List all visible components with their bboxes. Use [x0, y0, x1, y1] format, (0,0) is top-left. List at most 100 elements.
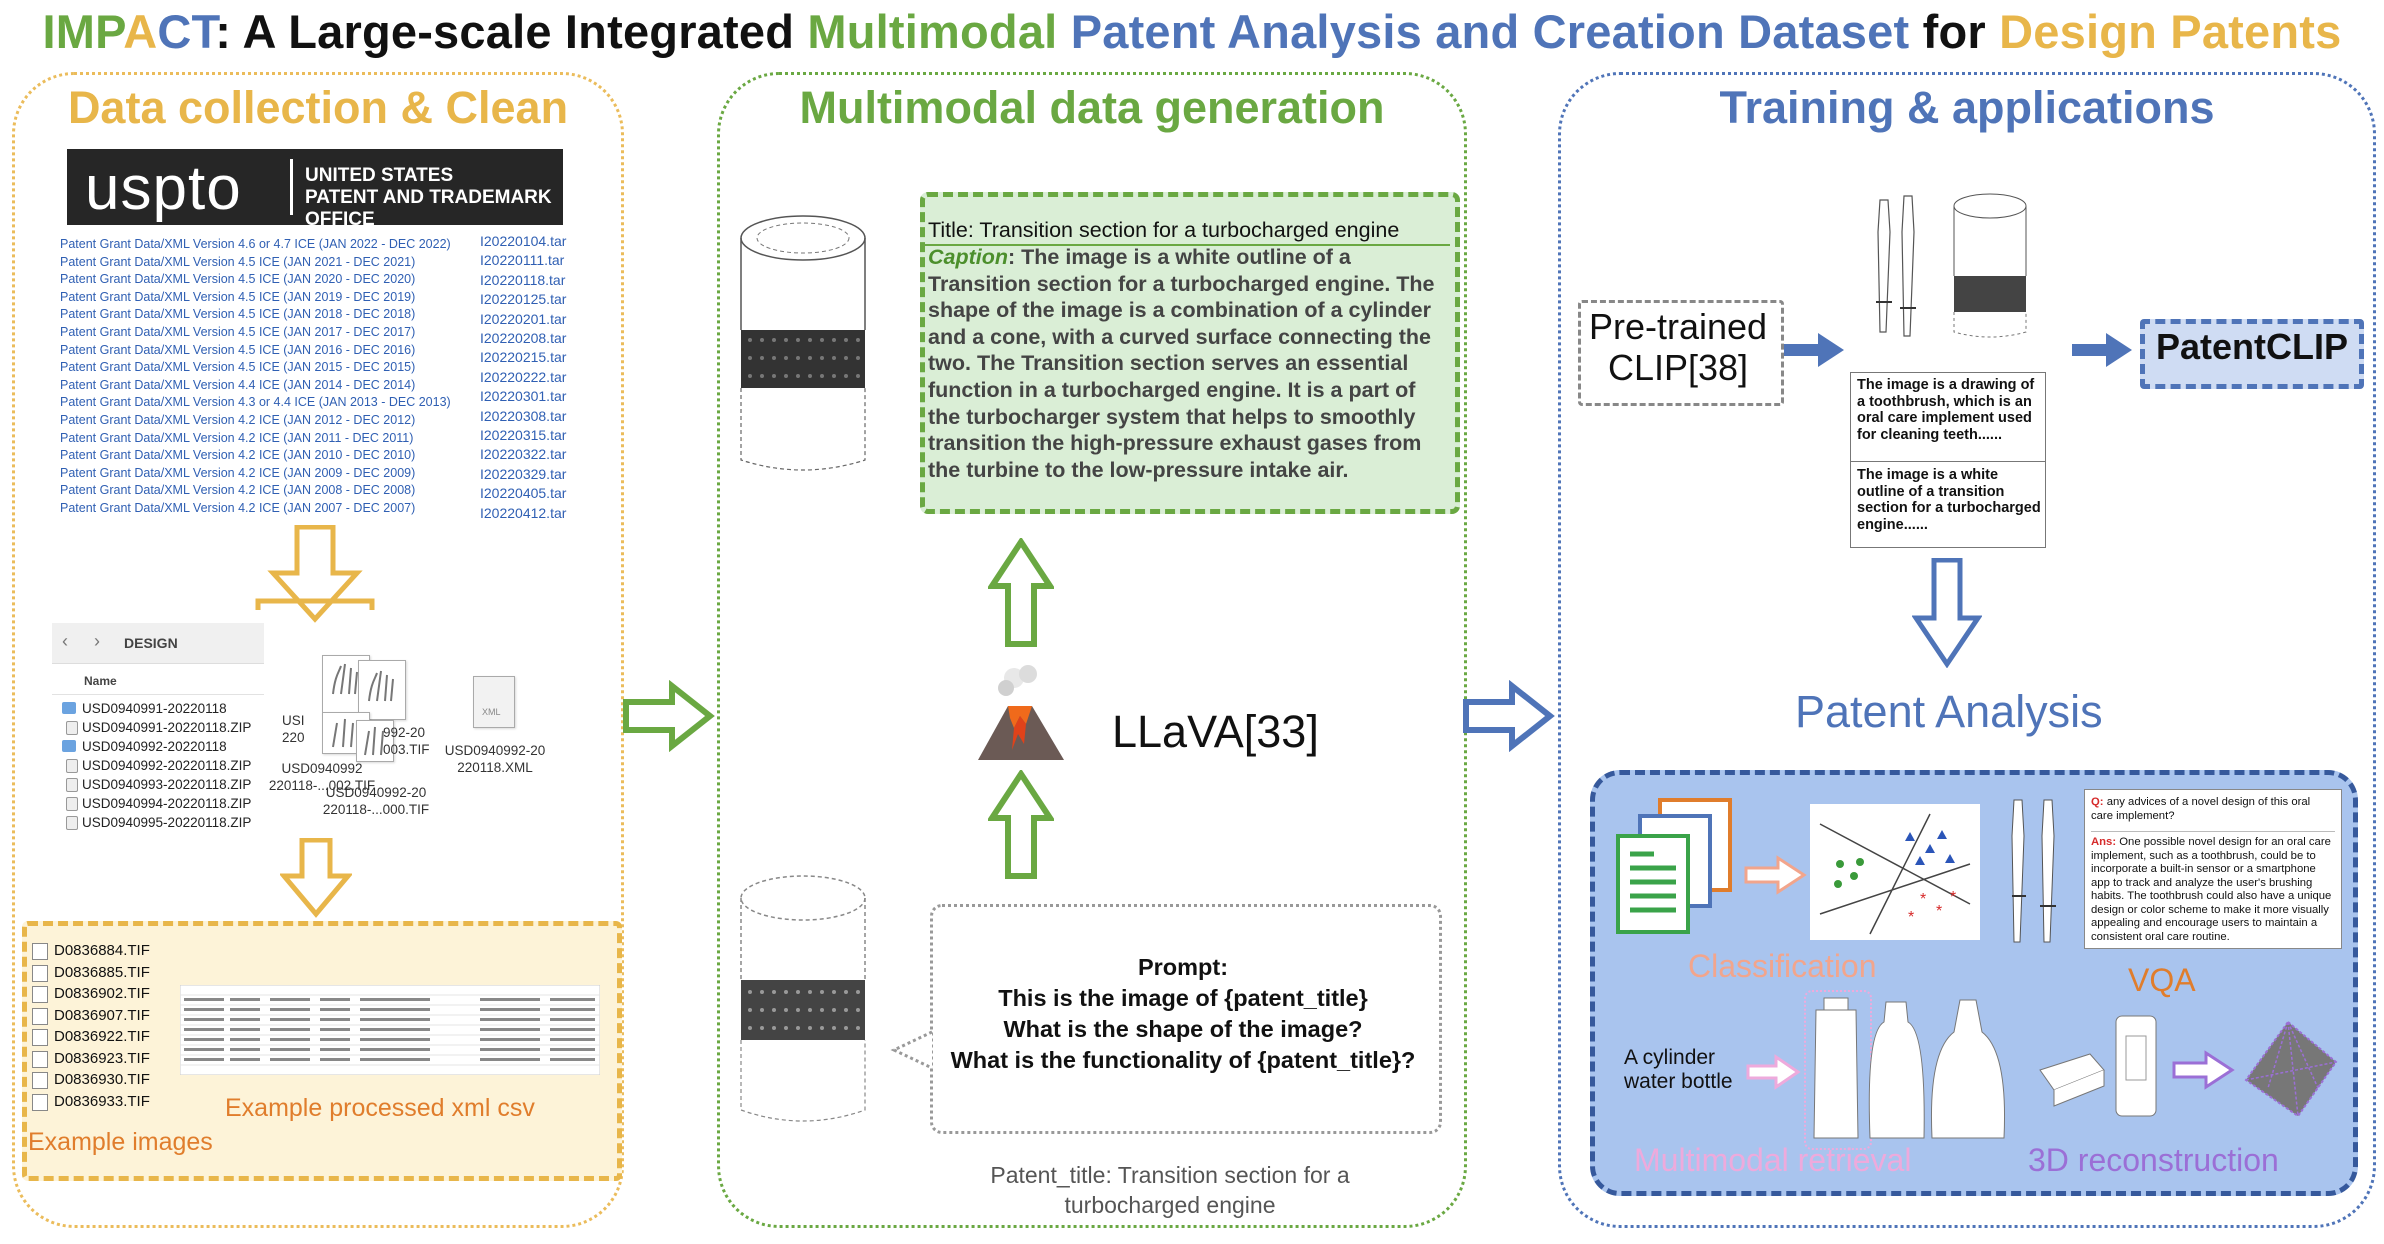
- grant-data-link[interactable]: Patent Grant Data/XML Version 4.6 or 4.7…: [60, 237, 451, 251]
- grant-data-link[interactable]: Patent Grant Data/XML Version 4.3 or 4.4…: [60, 395, 451, 410]
- example-file-label: D0836933.TIF: [54, 1092, 150, 1110]
- tar-file-link[interactable]: I20220104.tar: [480, 233, 567, 249]
- toothbrush-drawing: [1876, 193, 2027, 338]
- example-file[interactable]: D0836930.TIF: [30, 1069, 150, 1091]
- bottle-drawings: [1813, 997, 2005, 1139]
- right-arrow-icon: [2072, 333, 2132, 367]
- title-a: A: [123, 5, 158, 58]
- grant-data-link[interactable]: Patent Grant Data/XML Version 4.4 ICE (J…: [60, 377, 416, 392]
- description-box: The image is a drawing of a toothbrush, …: [1850, 372, 2046, 548]
- folder-icon: [62, 740, 76, 752]
- vqa-card: Q: any advices of a novel design of this…: [2084, 789, 2342, 949]
- example-file[interactable]: D0836907.TIF: [30, 1005, 150, 1027]
- down-arrow-icon: [280, 838, 352, 918]
- vqa-divider: [2091, 823, 2335, 832]
- right-arrow-icon: [1744, 855, 1807, 895]
- tar-file-link[interactable]: I20220405.tar: [480, 485, 567, 502]
- grant-data-link[interactable]: Patent Grant Data/XML Version 4.2 ICE (J…: [60, 412, 416, 427]
- finder-row[interactable]: USD0940993-20220118.ZIP: [52, 775, 264, 794]
- grant-data-link[interactable]: Patent Grant Data/XML Version 4.2 ICE (J…: [60, 430, 414, 445]
- finder-row[interactable]: USD0940992-20220118: [52, 737, 264, 756]
- tar-file-link[interactable]: I20220125.tar: [480, 291, 567, 308]
- grant-data-link[interactable]: Patent Grant Data/XML Version 4.5 ICE (J…: [60, 307, 416, 322]
- example-xml-label: Example processed xml csv: [225, 1094, 535, 1122]
- tar-file-link[interactable]: I20220315.tar: [480, 427, 567, 444]
- panel2-title: Multimodal data generation: [799, 82, 1385, 133]
- description-toothbrush: The image is a drawing of a toothbrush, …: [1857, 377, 2035, 443]
- grant-data-link[interactable]: Patent Grant Data/XML Version 4.2 ICE (J…: [60, 500, 416, 515]
- grant-data-link[interactable]: Patent Grant Data/XML Version 4.5 ICE (J…: [60, 342, 416, 357]
- grant-data-link[interactable]: Patent Grant Data/XML Version 4.2 ICE (J…: [60, 448, 416, 463]
- back-icon[interactable]: ‹: [62, 631, 68, 651]
- grant-data-link[interactable]: Patent Grant Data/XML Version 4.5 ICE (J…: [60, 324, 416, 339]
- grant-data-link[interactable]: Patent Grant Data/XML Version 4.5 ICE (J…: [60, 254, 416, 269]
- generated-title: Title: Transition section for a turbocha…: [928, 218, 1400, 242]
- registered-icon: ®: [612, 195, 621, 207]
- up-arrow-icon: [988, 538, 1054, 647]
- finder-row[interactable]: USD0940992-20220118.ZIP: [52, 756, 264, 775]
- uspto-logo-separator: [290, 159, 293, 215]
- xml-csv-table-preview: [179, 984, 601, 1076]
- finder-row[interactable]: USD0940995-20220118.ZIP: [52, 813, 264, 832]
- down-arrow-icon: [1912, 558, 1982, 668]
- title-underline: [924, 244, 1450, 246]
- panel-multimodal-generation: [717, 72, 1467, 1228]
- example-file[interactable]: D0836933.TIF: [30, 1091, 150, 1113]
- finder-row-label: USD0940992-20220118: [82, 739, 227, 754]
- prompt-box: [930, 904, 1442, 1134]
- right-arrow-icon: [2172, 1050, 2235, 1090]
- tar-file-link[interactable]: I20220329.tar: [480, 465, 567, 482]
- patentclip-label: PatentCLIP: [2155, 326, 2349, 367]
- mechanical-drawings: [2039, 1015, 2157, 1117]
- example-file[interactable]: D0836884.TIF: [30, 940, 150, 962]
- title-design-patents: Design Patents: [1999, 5, 2342, 58]
- tar-file-link[interactable]: I20220111.tar: [480, 252, 565, 269]
- title-multimodal: Multimodal: [807, 5, 1071, 58]
- finder-column-name[interactable]: Name: [52, 664, 264, 695]
- example-file-label: D0836922.TIF: [54, 1028, 150, 1045]
- forward-icon[interactable]: ›: [94, 631, 100, 651]
- tar-file-link[interactable]: I20220308.tar: [480, 407, 567, 424]
- uspto-logo: uspto UNITED STATES PATENT AND TRADEMARK…: [67, 149, 620, 230]
- right-arrow-icon: [1784, 333, 1844, 367]
- tar-file-link[interactable]: I20220412.tar: [480, 504, 567, 521]
- right-arrow-icon: [1463, 680, 1555, 752]
- grant-data-link[interactable]: Patent Grant Data/XML Version 4.5 ICE (J…: [60, 289, 416, 304]
- tar-file-link[interactable]: I20220222.tar: [480, 368, 567, 385]
- speech-pointer: [890, 1030, 933, 1070]
- vqa-answer: Ans: One possible novel design for an or…: [2091, 836, 2332, 943]
- example-file[interactable]: D0836902.TIF: [30, 983, 150, 1005]
- grant-data-link[interactable]: Patent Grant Data/XML Version 4.5 ICE (J…: [60, 360, 416, 375]
- finder-row-label: USD0940994-20220118.ZIP: [82, 796, 252, 811]
- finder-row-label: USD0940992-20220118.ZIP: [82, 758, 252, 773]
- tif-file-icon: [32, 1072, 48, 1089]
- svg-text:*: *: [1920, 891, 1926, 908]
- prompt-heading: Prompt:: [1137, 954, 1229, 980]
- example-file[interactable]: D0836885.TIF: [30, 962, 150, 984]
- tar-file-link[interactable]: I20220301.tar: [480, 388, 567, 405]
- finder-row[interactable]: USD0940991-20220118.ZIP: [52, 718, 264, 737]
- grant-data-link[interactable]: Patent Grant Data/XML Version 4.2 ICE (J…: [60, 483, 416, 498]
- documents-icon: [1616, 798, 1732, 934]
- svg-text:*: *: [1936, 903, 1942, 920]
- tar-file-link[interactable]: I20220215.tar: [480, 349, 567, 366]
- tar-file-link[interactable]: I20220208.tar: [480, 330, 567, 347]
- tar-file-link[interactable]: I20220118.tar: [480, 271, 566, 288]
- tar-file-link[interactable]: I20220322.tar: [480, 446, 567, 463]
- finder-row[interactable]: USD0940994-20220118.ZIP: [52, 794, 264, 813]
- grant-data-link[interactable]: Patent Grant Data/XML Version 4.2 ICE (J…: [60, 465, 416, 480]
- title-imp: IMP: [42, 5, 124, 58]
- tar-file-link[interactable]: I20220201.tar: [480, 310, 567, 327]
- grant-data-link[interactable]: Patent Grant Data/XML Version 4.5 ICE (J…: [60, 272, 416, 287]
- finder-row[interactable]: USD0940991-20220118: [52, 699, 264, 718]
- example-file[interactable]: D0836923.TIF: [30, 1048, 150, 1070]
- example-file[interactable]: D0836922.TIF: [30, 1026, 150, 1048]
- svg-text:*: *: [1908, 909, 1914, 926]
- vqa-label: VQA: [2128, 962, 2196, 998]
